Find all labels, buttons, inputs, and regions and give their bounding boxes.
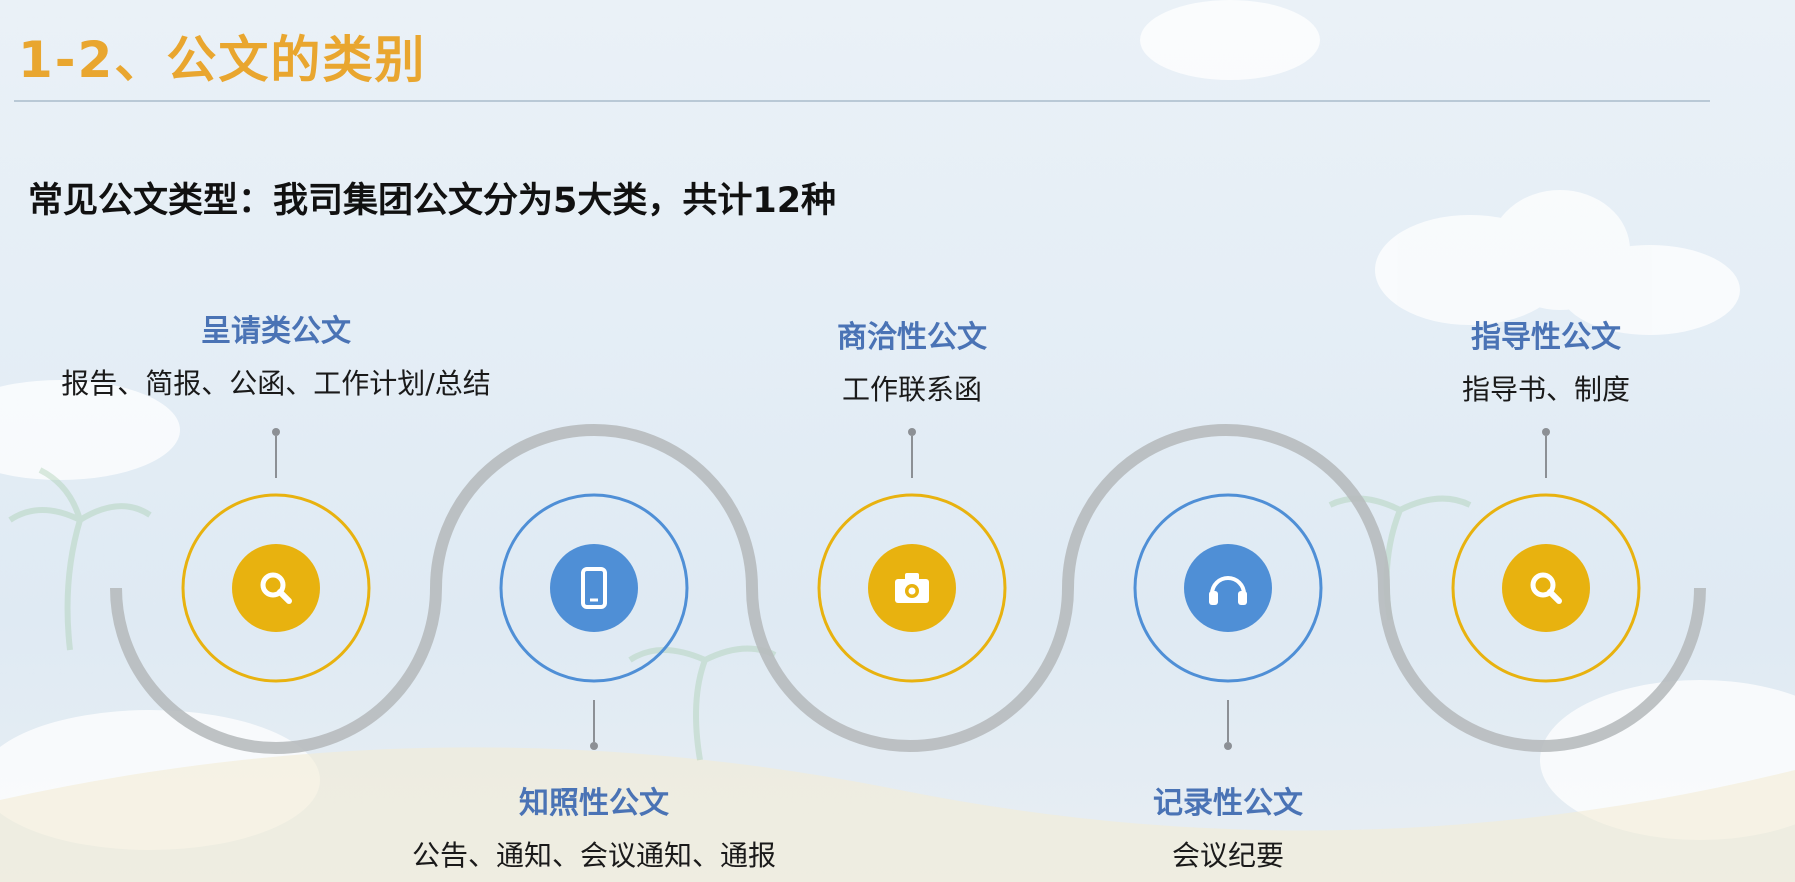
search-icon — [1530, 572, 1562, 604]
category-4: 记录性公文 会议纪要 — [968, 778, 1488, 874]
node-ring-2 — [499, 493, 689, 683]
headphones-icon — [1209, 576, 1247, 605]
node-ring-1 — [181, 493, 371, 683]
node-circle-4 — [1184, 544, 1272, 632]
connector-dot-1 — [272, 428, 280, 436]
connector-dot-4 — [1224, 742, 1232, 750]
node-ring-5 — [1451, 493, 1641, 683]
category-2: 知照性公文 公告、通知、会议通知、通报 — [334, 778, 854, 874]
connector-dot-3 — [908, 428, 916, 436]
node-circle-1 — [232, 544, 320, 632]
node-5 — [1451, 428, 1641, 683]
node-circle-2 — [550, 544, 638, 632]
category-5: 指导性公文 指导书、制度 — [1286, 312, 1795, 408]
node-ring-3 — [817, 493, 1007, 683]
mobile-phone-icon — [581, 567, 607, 609]
category-name: 指导性公文 — [1471, 320, 1621, 355]
category-items: 工作联系函 — [841, 373, 982, 406]
category-1: 呈请类公文 报告、简报、公函、工作计划/总结 — [16, 306, 536, 402]
category-items: 指导书、制度 — [1461, 373, 1630, 406]
category-items: 报告、简报、公函、工作计划/总结 — [61, 367, 491, 400]
connector-dot-5 — [1542, 428, 1550, 436]
category-items: 公告、通知、会议通知、通报 — [411, 839, 776, 872]
category-3: 商洽性公文 工作联系函 — [652, 312, 1172, 408]
category-name: 商洽性公文 — [837, 320, 987, 355]
title-divider — [14, 100, 1710, 102]
connector-dot-2 — [590, 742, 598, 750]
page-subtitle: 常见公文类型：我司集团公文分为5大类，共计12种 — [28, 181, 837, 221]
search-icon — [260, 572, 292, 604]
category-items: 会议纪要 — [1171, 839, 1284, 872]
page-title: 1-2、公文的类别 — [18, 31, 427, 89]
node-3 — [817, 428, 1007, 683]
wave-track — [110, 424, 1706, 754]
category-name: 呈请类公文 — [201, 314, 351, 349]
category-name: 知照性公文 — [519, 786, 669, 821]
category-name: 记录性公文 — [1153, 786, 1303, 821]
node-1 — [181, 428, 371, 683]
node-ring-4 — [1133, 493, 1323, 683]
node-4 — [1133, 493, 1323, 750]
node-circle-5 — [1502, 544, 1590, 632]
node-2 — [499, 493, 689, 750]
camera-icon — [895, 573, 929, 603]
